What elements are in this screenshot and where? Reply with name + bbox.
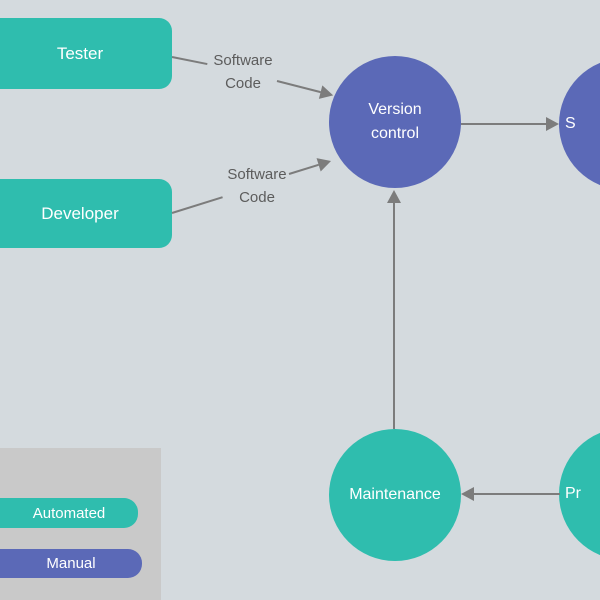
legend-manual-pill: Manual	[0, 549, 142, 578]
legend-automated-label: Automated	[32, 504, 106, 522]
node-right-top-partial: S	[559, 58, 600, 190]
node-developer-label: Developer	[41, 203, 119, 223]
arrowhead-icon	[316, 154, 334, 172]
connector-right-to-maintenance	[461, 487, 560, 501]
arrowhead-icon	[546, 117, 559, 131]
connector-maintenance-to-version-control	[387, 190, 401, 429]
arrowhead-icon	[387, 190, 401, 203]
node-developer: Developer	[0, 179, 172, 248]
node-right-top-partial-label: S	[565, 115, 576, 132]
node-maintenance: Maintenance	[329, 429, 461, 561]
legend-manual-label: Manual	[46, 555, 96, 572]
node-maintenance-label: Maintenance	[349, 486, 441, 503]
edge-label-tester-software-code: Software Code	[213, 52, 273, 92]
node-version-control: Version control	[329, 56, 461, 188]
legend-automated-pill: Automated	[0, 498, 138, 528]
node-right-bottom-partial-label: Pr	[565, 485, 581, 502]
node-right-bottom-partial: Pr	[559, 428, 600, 560]
node-tester-label: Tester	[56, 43, 104, 63]
node-tester: Tester	[0, 18, 172, 89]
connector-version-control-to-right	[461, 117, 559, 131]
arrowhead-icon	[461, 487, 474, 501]
node-version-control-label: Version control	[368, 101, 422, 142]
edge-label-developer-software-code: Software Code	[227, 166, 287, 206]
